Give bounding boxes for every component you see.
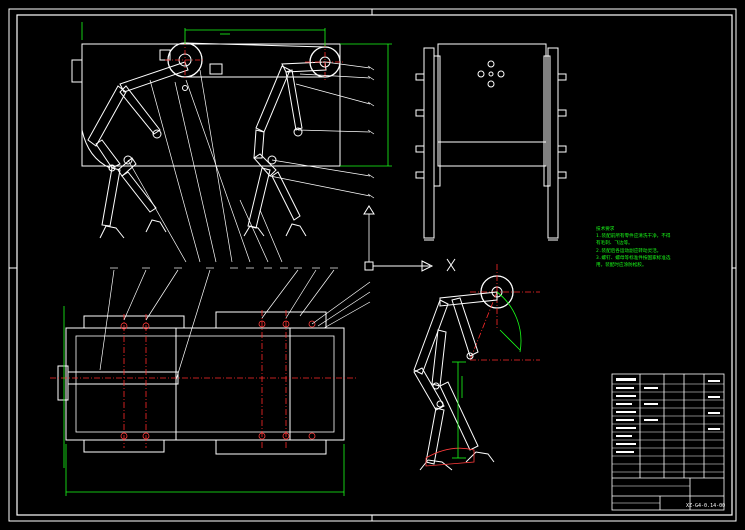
- right-leg-linkage: [243, 61, 327, 237]
- detail-foot-hatch: [425, 447, 475, 467]
- side-center-holes: [477, 60, 505, 88]
- sheet-inner-frame: [16, 14, 733, 516]
- tech-note-line: 有毛刺、飞边等。: [596, 241, 633, 247]
- body-side: [437, 43, 547, 167]
- top-dimensions: [63, 306, 345, 496]
- side-legs: [423, 47, 559, 241]
- top-view: [50, 267, 371, 496]
- view-axis-marker: [364, 258, 456, 272]
- top-centerlines: [50, 310, 358, 450]
- body-top: [65, 327, 345, 441]
- drawing-code: XZ-G4-0.14-00: [686, 503, 726, 509]
- title-block-fill-text-blocks: [616, 378, 720, 453]
- front-view: [71, 22, 392, 263]
- detail-dimensions: [452, 291, 522, 459]
- title-block: [611, 373, 725, 511]
- frame-center-marks: [9, 9, 736, 521]
- motion-detail-view: [413, 264, 540, 471]
- tech-note-line: 3.螺钉、螺母等标准件按国家标准选: [596, 255, 671, 261]
- tech-note-line: 1.装配前所有零件应清洗干净，不得: [596, 234, 671, 240]
- top-leaders: [99, 269, 371, 381]
- side-view: [415, 43, 567, 241]
- balloon-ticks-front: [367, 65, 375, 199]
- front-dimensions: [81, 22, 392, 167]
- tech-notes-heading: 技术要求: [596, 227, 615, 232]
- tech-note-line: 用，装配时应涂防松胶。: [596, 263, 647, 269]
- front-leaders: [127, 61, 371, 263]
- body-frame-front: [81, 43, 341, 167]
- detail-leg-linkage: [413, 291, 498, 471]
- technical-requirements: 技术要求 1.装配前所有零件应清洗干净，不得 有毛刺、飞边等。 2.装配后各运动…: [596, 226, 688, 269]
- title-block-rows: [612, 383, 724, 504]
- left-leg-linkage: [87, 61, 189, 239]
- tech-note-line: 2.装配后各运动副应转动灵活。: [596, 248, 662, 254]
- side-fasteners: [415, 73, 567, 179]
